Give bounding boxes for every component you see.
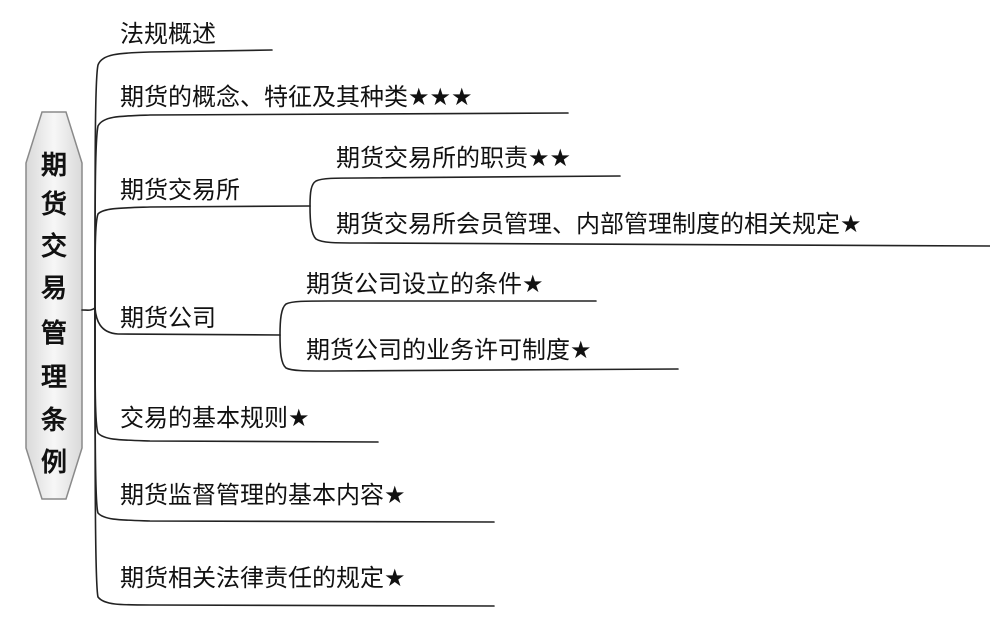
branch-connector <box>94 205 311 309</box>
subbranch-connector <box>309 205 990 247</box>
branch-label: 期货公司 <box>120 304 216 332</box>
subbranch-label: 期货公司的业务许可制度★ <box>306 336 592 364</box>
branch-label: 期货监督管理的基本内容★ <box>120 481 406 509</box>
root-char: 管 <box>41 319 67 349</box>
subbranch-connector <box>279 300 597 336</box>
root-char: 易 <box>41 274 67 304</box>
root-connector <box>81 307 96 311</box>
branch-label: 期货交易所 <box>120 176 240 204</box>
root-char: 例 <box>41 448 67 478</box>
branch-label: 交易的基本规则★ <box>120 404 310 432</box>
root-char: 货 <box>41 189 67 220</box>
subbranch-label: 期货公司设立的条件★ <box>306 270 544 298</box>
branch-connector <box>94 307 495 607</box>
root-node-shape <box>25 111 83 500</box>
root-char: 理 <box>41 363 67 393</box>
root-char: 条 <box>41 406 68 436</box>
root-node-label: 期 货 交 易 管 理 条 例 <box>41 151 68 478</box>
root-char: 交 <box>41 231 67 262</box>
branch-label: 法规概述 <box>120 20 216 48</box>
branch-label: 期货相关法律责任的规定★ <box>120 564 406 592</box>
branch-label: 期货的概念、特征及其种类★★★ <box>120 83 473 111</box>
subbranch-connector <box>279 334 679 372</box>
root-char: 期 <box>41 151 67 181</box>
subbranch-connector <box>309 175 621 207</box>
subbranch-label: 期货交易所的职责★★ <box>336 144 571 172</box>
subbranch-label: 期货交易所会员管理、内部管理制度的相关规定★ <box>336 210 862 238</box>
root-node: 期 货 交 易 管 理 条 例 <box>25 111 83 500</box>
